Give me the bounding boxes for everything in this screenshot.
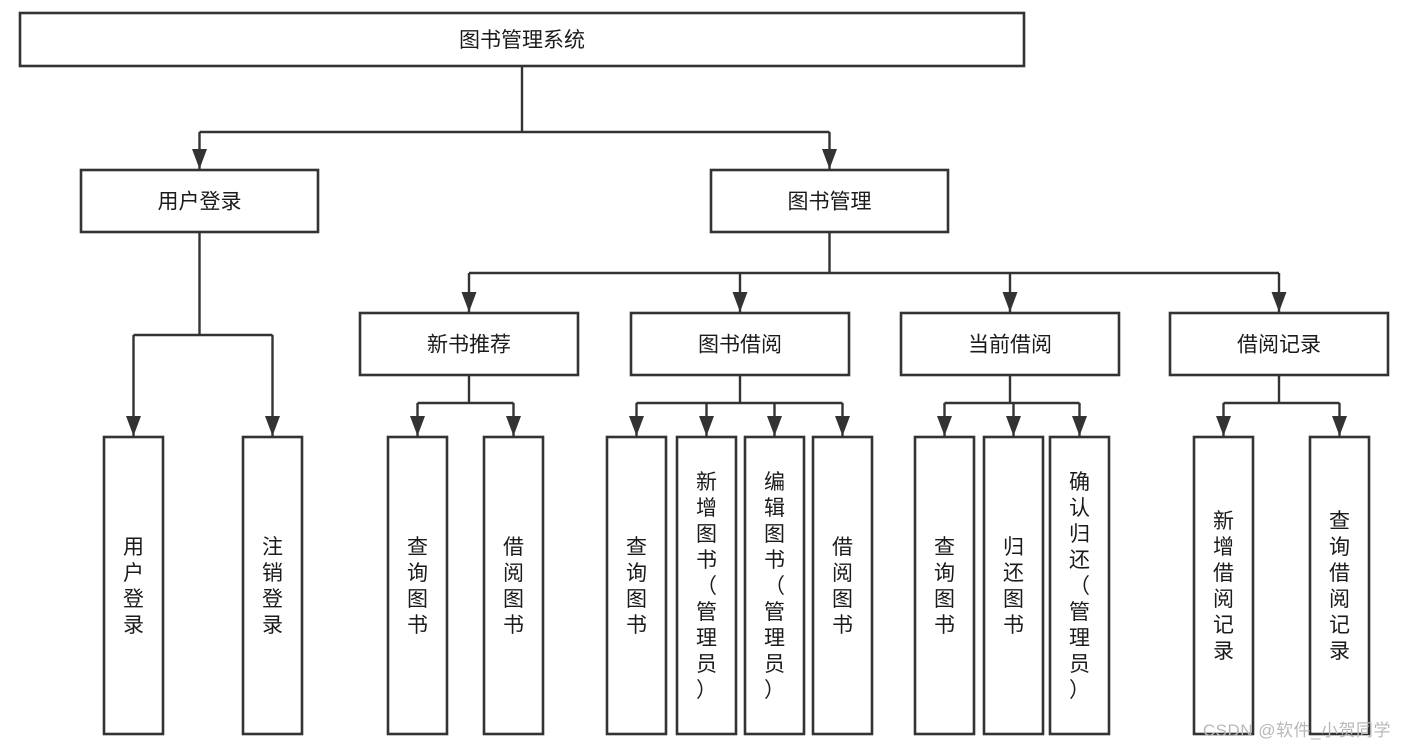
node-box xyxy=(102,435,165,736)
node-label: 用户登录 xyxy=(123,536,144,637)
node-box xyxy=(1048,435,1111,736)
node-box xyxy=(358,311,580,377)
node-cb-return-book[interactable]: 归还图书 xyxy=(982,435,1045,736)
node-box xyxy=(1168,311,1390,377)
arrow-head-icon xyxy=(1216,416,1231,436)
node-user-login[interactable]: 用户登录 xyxy=(79,168,320,234)
arrow-head-icon xyxy=(1002,292,1018,312)
node-new-book-recommend[interactable]: 新书推荐 xyxy=(358,311,580,377)
node-box xyxy=(386,435,449,736)
arrow-head-icon xyxy=(629,416,644,436)
node-label: 查询图书 xyxy=(626,536,647,637)
node-box xyxy=(629,311,851,377)
node-box xyxy=(982,435,1045,736)
node-book-borrow[interactable]: 图书借阅 xyxy=(629,311,851,377)
node-bb-edit-book[interactable]: 编辑图书（管理员） xyxy=(743,435,806,736)
arrow-head-icon xyxy=(410,416,425,436)
node-label: 查询图书 xyxy=(407,536,428,637)
node-label: 编辑图书（管理员） xyxy=(764,471,785,702)
arrow-head-icon xyxy=(822,149,837,169)
arrow-head-icon xyxy=(699,416,714,436)
node-label: 新书推荐 xyxy=(427,334,511,357)
node-label: 查询图书 xyxy=(934,536,955,637)
node-label: 图书借阅 xyxy=(698,334,782,357)
node-label: 图书管理 xyxy=(788,191,872,214)
node-label: 图书管理系统 xyxy=(459,29,585,52)
node-label: 借阅图书 xyxy=(832,536,853,637)
node-bb-query-book[interactable]: 查询图书 xyxy=(605,435,668,736)
node-bb-borrow-book[interactable]: 借阅图书 xyxy=(811,435,874,736)
node-box xyxy=(709,168,950,234)
nodes-layer: 图书管理系统用户登录用户登录注销登录图书管理新书推荐查询图书借阅图书图书借阅查询… xyxy=(18,11,1390,736)
node-label: 借阅记录 xyxy=(1237,334,1321,357)
node-label: 查询借阅记录 xyxy=(1329,510,1350,663)
node-br-add-record[interactable]: 新增借阅记录 xyxy=(1192,435,1255,736)
node-box xyxy=(482,435,545,736)
node-br-query-record[interactable]: 查询借阅记录 xyxy=(1308,435,1371,736)
node-borrow-record[interactable]: 借阅记录 xyxy=(1168,311,1390,377)
node-box xyxy=(743,435,806,736)
node-label: 用户登录 xyxy=(158,191,242,214)
node-label: 注销登录 xyxy=(262,536,283,637)
node-box xyxy=(811,435,874,736)
node-cb-query-book[interactable]: 查询图书 xyxy=(913,435,976,736)
node-box xyxy=(241,435,304,736)
node-user-logout[interactable]: 注销登录 xyxy=(241,435,304,736)
arrow-head-icon xyxy=(937,416,952,436)
node-box xyxy=(1192,435,1255,736)
arrow-head-icon xyxy=(506,416,521,436)
edges-layer xyxy=(126,66,1347,436)
node-box xyxy=(675,435,738,736)
arrow-head-icon xyxy=(835,416,850,436)
arrow-head-icon xyxy=(1332,416,1347,436)
node-box xyxy=(79,168,320,234)
node-cb-confirm-return[interactable]: 确认归还（管理员） xyxy=(1048,435,1111,736)
arrow-head-icon xyxy=(767,416,782,436)
arrow-head-icon xyxy=(732,292,748,312)
node-label: 确认归还（管理员） xyxy=(1069,471,1090,702)
node-box xyxy=(18,11,1026,68)
arrow-head-icon xyxy=(1006,416,1021,436)
node-label: 新增图书（管理员） xyxy=(696,471,717,702)
arrow-head-icon xyxy=(265,416,280,436)
node-current-borrow[interactable]: 当前借阅 xyxy=(899,311,1121,377)
node-bb-add-book[interactable]: 新增图书（管理员） xyxy=(675,435,738,736)
node-root[interactable]: 图书管理系统 xyxy=(18,11,1026,68)
node-box xyxy=(1308,435,1371,736)
arrow-head-icon xyxy=(461,292,477,312)
node-nbr-borrow-book[interactable]: 借阅图书 xyxy=(482,435,545,736)
arrow-head-icon xyxy=(126,416,141,436)
arrow-head-icon xyxy=(192,149,207,169)
csdn-watermark: CSDN @软件_小贺同学 xyxy=(1202,721,1391,740)
node-label: 新增借阅记录 xyxy=(1213,510,1234,663)
node-label: 当前借阅 xyxy=(968,334,1052,357)
node-box xyxy=(899,311,1121,377)
node-nbr-query-book[interactable]: 查询图书 xyxy=(386,435,449,736)
node-box xyxy=(913,435,976,736)
node-book-manage[interactable]: 图书管理 xyxy=(709,168,950,234)
arrow-head-icon xyxy=(1271,292,1287,312)
node-label: 归还图书 xyxy=(1003,536,1024,637)
node-box xyxy=(605,435,668,736)
node-label: 借阅图书 xyxy=(503,536,524,637)
node-user-login-do[interactable]: 用户登录 xyxy=(102,435,165,736)
arrow-head-icon xyxy=(1072,416,1087,436)
